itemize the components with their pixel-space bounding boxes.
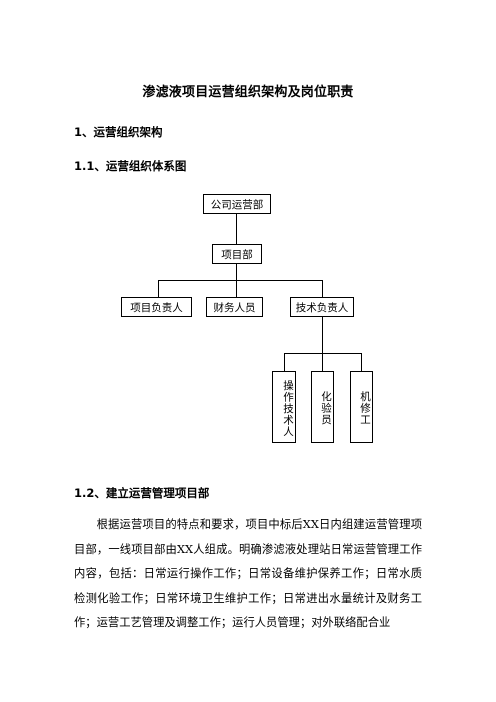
connector — [158, 280, 323, 281]
section-heading-1-1: 1.1、运营组织体系图 — [74, 159, 187, 173]
connector — [236, 214, 237, 244]
org-node-lab: 化验员 — [311, 371, 334, 443]
org-node-project-lead: 项目负责人 — [121, 297, 192, 317]
org-node-project: 项目部 — [212, 244, 262, 264]
connector — [236, 280, 237, 297]
org-node-company: 公司运营部 — [203, 194, 271, 214]
connector — [322, 280, 323, 297]
connector — [158, 280, 159, 297]
org-node-mechanic: 机修工 — [350, 371, 373, 443]
connector — [236, 264, 237, 280]
connector — [322, 317, 323, 353]
body-paragraph: 根据运营项目的特点和要求，项目中标后XX日内组建运营管理项目部，一线项目部由XX… — [74, 513, 422, 636]
document-title: 渗滤液项目运营组织架构及岗位职责 — [142, 85, 354, 100]
connector — [284, 353, 362, 354]
org-node-operator: 操作技术人 — [272, 371, 296, 443]
section-heading-1-2: 1.2、建立运营管理项目部 — [74, 486, 210, 500]
connector — [284, 353, 285, 371]
org-node-tech-lead: 技术负责人 — [290, 297, 354, 317]
connector — [361, 353, 362, 371]
section-heading-1: 1、运营组织架构 — [74, 125, 163, 139]
org-node-finance: 财务人员 — [206, 297, 263, 317]
paragraph-text: 根据运营项目的特点和要求，项目中标后XX日内组建运营管理项目部，一线项目部由XX… — [74, 518, 422, 629]
connector — [322, 353, 323, 371]
